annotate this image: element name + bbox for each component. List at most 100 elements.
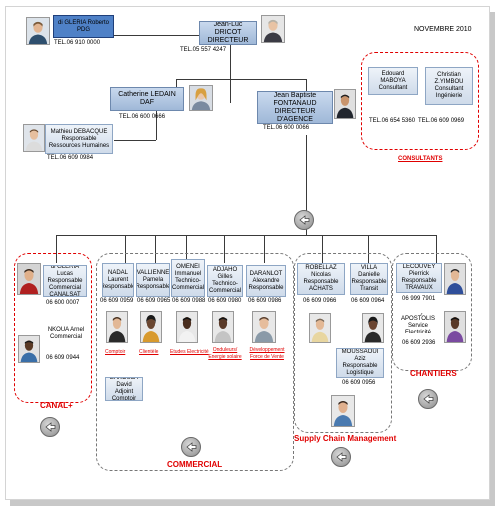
consultants-label: CONSULTANTS	[398, 156, 443, 162]
directeur-tel: TEL.05 557 4247	[180, 47, 227, 53]
consultant-role: Consultant Ingénierie	[434, 86, 464, 99]
canal-role: Commercial	[49, 334, 82, 340]
connector	[56, 235, 436, 236]
canal-group	[14, 253, 92, 403]
commercial-link[interactable]: Onduleurs/ Energie solaire	[208, 347, 242, 360]
employee-photo	[176, 311, 198, 343]
agence-tel: TEL.06 600 0066	[263, 125, 310, 131]
employee-photo	[444, 263, 466, 295]
connector	[306, 79, 307, 95]
arrow-left-icon	[186, 442, 197, 452]
employee-photo	[140, 311, 162, 343]
employee-photo	[189, 85, 213, 111]
commercial-name: DARANLOT Alexandre	[249, 270, 283, 284]
commercial-link[interactable]: Développement Force de Vente	[249, 347, 285, 360]
canal-name: di GLERIA Lucas	[50, 265, 80, 277]
directeur-name: Jean-Luc DRICOT	[213, 21, 243, 36]
back-button[interactable]	[294, 210, 314, 230]
employee-photo	[444, 311, 466, 343]
pdg-tel: TEL.06 910 0000	[54, 40, 101, 46]
consultant-role: Consultant	[378, 84, 408, 91]
date-label: NOVEMBRE 2010	[414, 26, 472, 33]
scm-name: MOUSSAOUI Aziz	[341, 349, 379, 362]
back-button[interactable]	[40, 417, 60, 437]
chantiers-tel: 06 609 2936	[402, 340, 436, 346]
commercial-role: Responsable	[102, 283, 134, 290]
connector	[368, 235, 369, 263]
commercial-role: Responsable	[136, 283, 170, 290]
chantiers-role: Responsable TRAVAUX	[401, 278, 437, 291]
pdg-role: PDG	[76, 26, 90, 33]
commercial-link[interactable]: Etudes Electricité	[170, 349, 209, 355]
consultant-name: Edouard MABOYA	[380, 70, 406, 84]
commercial-name: VALLIENNE Pamela	[136, 269, 170, 283]
connector	[264, 235, 265, 263]
commercial-link[interactable]: Comptoir	[105, 349, 126, 355]
connector	[125, 235, 126, 263]
consultants-group	[361, 52, 479, 150]
connector	[176, 79, 177, 93]
back-button[interactable]	[181, 437, 201, 457]
employee-photo	[23, 124, 45, 152]
scm-role: Responsable Logistique	[342, 363, 378, 376]
scm-label: Supply Chain Management	[294, 434, 397, 443]
canal-tel: 06 609 0944	[46, 355, 80, 361]
chantiers-name: LECOUVEY Pierrick	[402, 264, 436, 277]
connector	[114, 35, 200, 36]
connector	[224, 235, 225, 263]
arrow-left-icon	[336, 452, 347, 462]
adjoint-name: BAKOULA David	[109, 377, 139, 388]
arrow-left-icon	[45, 422, 56, 432]
commercial-tel: 06 609 0959	[100, 298, 134, 304]
canal-label: CANAL+	[40, 401, 73, 410]
consultant-name: Christian Z.YIMBOU	[434, 72, 464, 85]
agence-name: Jean Baptiste FONTANAUD	[273, 91, 317, 107]
scm-tel: 06 609 0966	[303, 298, 337, 304]
scm-name: VILLA Danielle	[358, 265, 380, 278]
connector	[56, 235, 57, 263]
commercial-group	[96, 253, 294, 471]
commercial-link[interactable]: Clientèle	[139, 349, 159, 355]
daf-name: Catherine LEDAIN	[118, 91, 176, 98]
commercial-role: Technico-Commercial	[172, 278, 205, 291]
canal-role: Responsable Commercial CANALSAT	[47, 277, 83, 297]
employee-photo	[106, 311, 128, 343]
pdg-name: di GLERIA Roberto	[57, 19, 110, 26]
chantiers-group	[392, 253, 472, 371]
commercial-tel: 06 609 0988	[172, 298, 206, 304]
commercial-tel: 06 609 0965	[137, 298, 171, 304]
daf-tel: TEL.06 600 0666	[119, 114, 166, 120]
scm-group	[294, 253, 392, 433]
chantiers-role: Service Electricité	[404, 323, 431, 333]
rh-role: Responsable Ressources Humaines	[48, 135, 110, 149]
arrow-left-icon	[423, 394, 434, 404]
employee-photo	[18, 335, 40, 363]
employee-photo	[362, 313, 384, 343]
back-button[interactable]	[418, 389, 438, 409]
scm-tel: 06 609 0964	[351, 298, 385, 304]
connector	[230, 43, 231, 103]
chantiers-tel: 06 999 7901	[402, 296, 436, 302]
back-button[interactable]	[331, 447, 351, 467]
